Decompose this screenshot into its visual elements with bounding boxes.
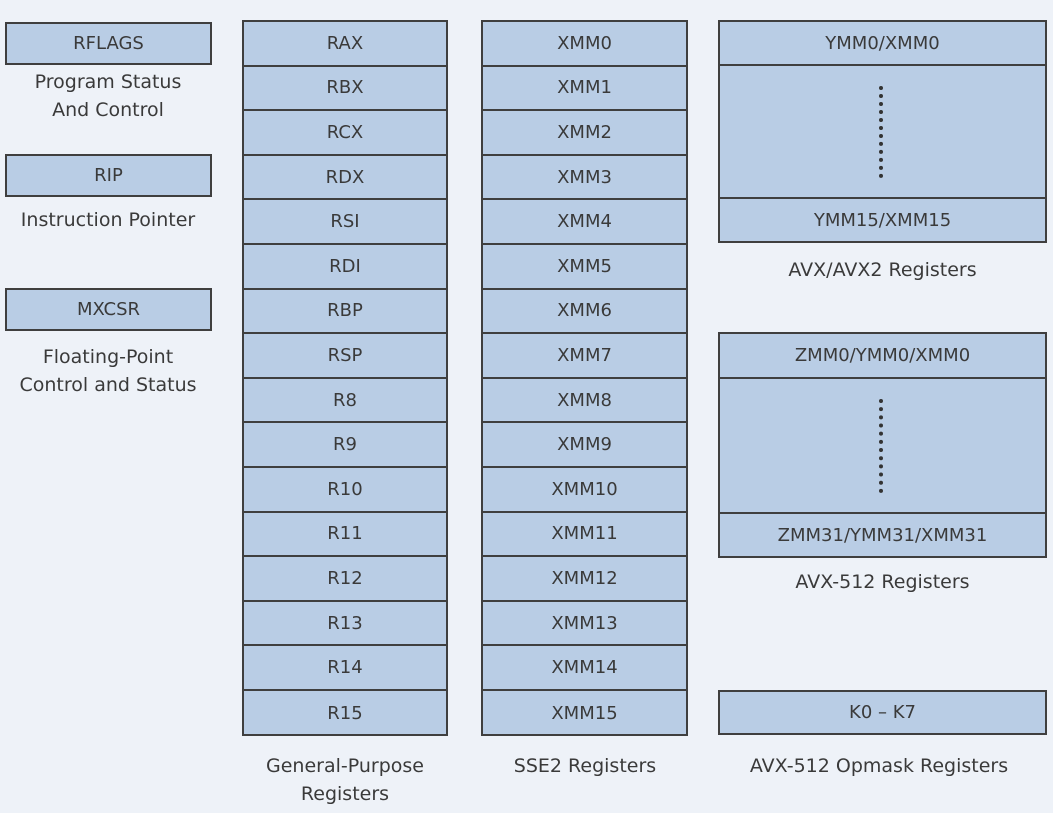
avx512-last-register: ZMM31/YMM31/XMM31 [720,512,1045,556]
sse2-register-cell: XMM2 [483,111,686,156]
general-purpose-register-cell: R9 [244,423,446,468]
avx512-register-block: ZMM0/YMM0/XMM0 ZMM31/YMM31/XMM31 [718,332,1047,558]
sse2-register-cell: XMM5 [483,245,686,290]
avx512-caption: AVX-512 Registers [718,568,1047,596]
sse2-register-cell: XMM10 [483,468,686,513]
sse2-register-cell: XMM8 [483,379,686,424]
sse2-register-cell: XMM11 [483,513,686,558]
general-purpose-caption: General-Purpose Registers [225,752,465,808]
sse2-register-cell: XMM7 [483,334,686,379]
general-purpose-register-cell: R8 [244,379,446,424]
vertical-ellipsis-icon [878,398,887,493]
mxcsr-caption-line-1: Floating-Point [42,346,174,368]
avx-last-register: YMM15/XMM15 [720,197,1045,241]
sse2-register-cell: XMM9 [483,423,686,468]
avx-first-register: YMM0/XMM0 [720,22,1045,66]
general-purpose-register-cell: RDX [244,156,446,201]
opmask-register: K0 – K7 [718,690,1047,735]
general-purpose-register-cell: RBX [244,67,446,112]
general-purpose-register-cell: RCX [244,111,446,156]
rflags-caption-line-1: Program Status [34,71,182,93]
sse2-register-cell: XMM4 [483,200,686,245]
sse2-register-cell: XMM13 [483,602,686,647]
avx512-register-ellipsis [720,379,1045,512]
general-purpose-register-cell: R13 [244,602,446,647]
general-purpose-register-cell: RSP [244,334,446,379]
general-purpose-register-cell: RBP [244,290,446,335]
rip-caption: Instruction Pointer [0,206,216,234]
avx-register-ellipsis [720,66,1045,197]
general-purpose-register-cell: RSI [244,200,446,245]
sse2-caption-text: SSE2 Registers [513,755,657,777]
general-purpose-caption-line-2: Registers [300,783,390,805]
general-purpose-register-cell: R12 [244,557,446,602]
sse2-caption: SSE2 Registers [465,752,705,780]
sse2-register-cell: XMM12 [483,557,686,602]
rip-caption-line-1: Instruction Pointer [20,209,196,231]
general-purpose-register-cell: R11 [244,513,446,558]
avx-caption-text: AVX/AVX2 Registers [788,259,977,281]
rflags-register: RFLAGS [5,22,212,65]
avx-caption: AVX/AVX2 Registers [718,256,1047,284]
sse2-register-cell: XMM1 [483,67,686,112]
mxcsr-register: MXCSR [5,288,212,331]
sse2-register-cell: XMM6 [483,290,686,335]
general-purpose-register-cell: RDI [244,245,446,290]
mxcsr-caption-line-2: Control and Status [19,374,197,396]
rip-register: RIP [5,154,212,197]
avx512-caption-text: AVX-512 Registers [795,571,970,593]
general-purpose-register-cell: R14 [244,646,446,691]
avx512-first-register: ZMM0/YMM0/XMM0 [720,334,1045,379]
opmask-caption-text: AVX-512 Opmask Registers [749,755,1009,777]
general-purpose-register-cell: R15 [327,702,363,724]
rflags-caption-line-2: And Control [52,99,164,121]
mxcsr-caption: Floating-Point Control and Status [0,343,216,399]
avx-register-block: YMM0/XMM0 YMM15/XMM15 [718,20,1047,243]
sse2-register-cell: XMM3 [483,156,686,201]
sse2-register-cell: XMM15 [551,702,618,724]
general-purpose-caption-line-1: General-Purpose [266,755,424,777]
vertical-ellipsis-icon [878,85,887,178]
sse2-register-cell: XMM0 [483,22,686,67]
opmask-caption: AVX-512 Opmask Registers [705,752,1053,780]
general-purpose-register-cell: RAX [244,22,446,67]
general-purpose-register-cell: R10 [244,468,446,513]
sse2-register-cell: XMM14 [483,646,686,691]
rflags-caption: Program Status And Control [0,68,216,124]
